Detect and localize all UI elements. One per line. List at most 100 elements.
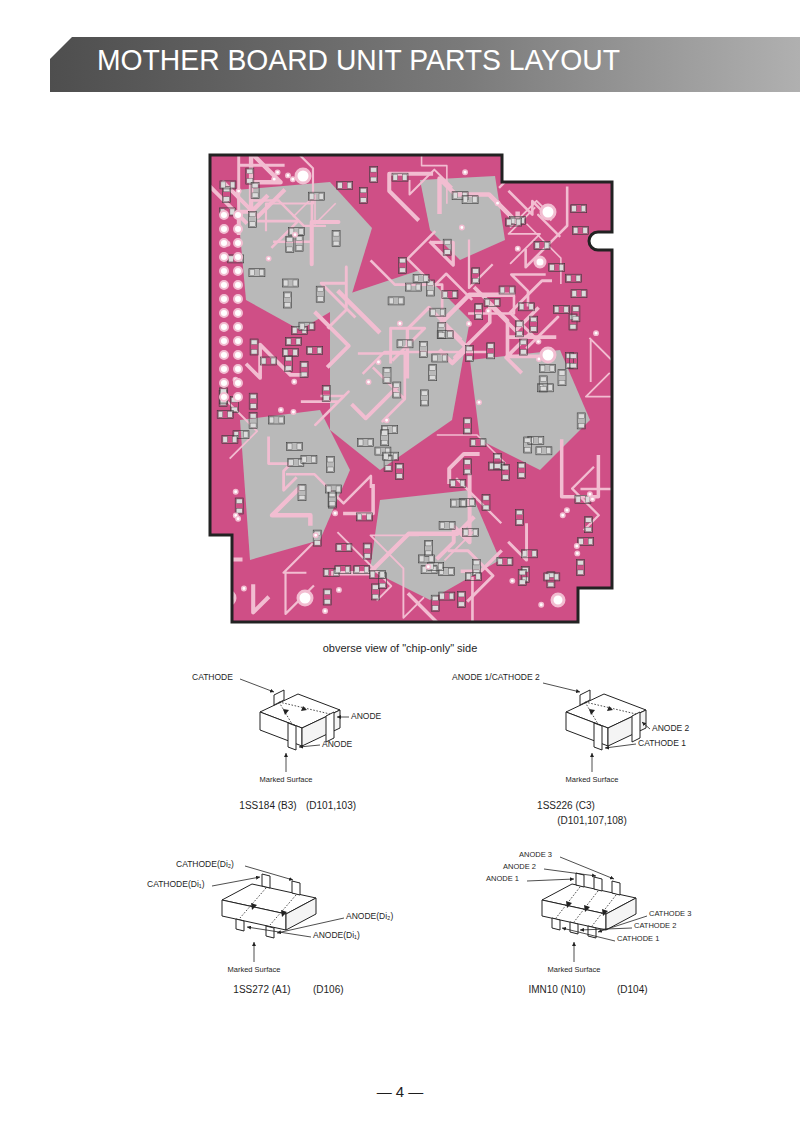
solder-pad <box>271 358 276 364</box>
copper-trace <box>408 593 448 633</box>
solder-pad <box>250 394 256 399</box>
via-hole <box>333 511 337 515</box>
solder-pad <box>427 281 433 286</box>
connector-hole <box>234 253 242 261</box>
footprint-outline <box>502 464 510 480</box>
circuit-board-part <box>210 155 612 622</box>
solder-pad <box>308 347 313 353</box>
solder-pad <box>384 453 389 459</box>
solder-pad <box>516 219 521 225</box>
footprint-outline <box>489 462 505 470</box>
solder-pad <box>368 439 373 445</box>
footprint-outline <box>220 181 236 189</box>
footprint-outline <box>518 462 526 478</box>
solder-pad <box>299 495 305 500</box>
via-hole <box>366 380 370 384</box>
solder-pad <box>470 500 475 506</box>
chip-footprint <box>558 370 566 386</box>
via-hole <box>384 418 388 422</box>
copper-trace <box>580 468 638 489</box>
chip-footprint <box>295 235 303 251</box>
solder-pad <box>432 596 438 601</box>
solder-pad <box>424 275 429 281</box>
chip-footprint <box>463 418 471 434</box>
chip-footprint <box>432 354 448 362</box>
solder-pad <box>516 322 522 327</box>
chip-footprint <box>487 343 495 359</box>
solder-pad <box>460 480 465 486</box>
via-hole <box>236 517 240 521</box>
solder-pad <box>531 317 537 322</box>
solder-pad <box>324 600 330 605</box>
footprint-outline <box>283 292 291 308</box>
solder-pad <box>370 572 375 578</box>
solder-pad <box>359 439 364 445</box>
connector-hole <box>220 365 228 373</box>
solder-pad <box>520 340 526 345</box>
chip-footprint <box>395 463 403 479</box>
chip-footprint <box>518 462 526 478</box>
solder-pad <box>579 539 584 545</box>
solder-pad <box>473 197 478 203</box>
footprint-outline <box>539 364 555 372</box>
chip-footprint <box>506 218 522 226</box>
solder-pad <box>572 206 577 212</box>
via-hole <box>398 321 402 325</box>
solder-pad <box>250 270 255 276</box>
copper-trace <box>363 352 487 374</box>
solder-pad <box>371 177 377 182</box>
footprint-outline <box>246 168 254 184</box>
chip-footprint <box>439 522 455 530</box>
connector-hole <box>234 309 242 317</box>
via-hole <box>495 201 499 205</box>
chip-footprint <box>217 410 233 418</box>
via-hole <box>266 256 270 260</box>
footprint-outline <box>451 499 467 507</box>
solder-pad <box>429 556 434 562</box>
solder-pad <box>451 480 456 486</box>
footprint-outline <box>261 357 277 365</box>
solder-pad <box>364 567 369 573</box>
solder-pad <box>452 292 457 298</box>
solder-pad <box>252 183 258 188</box>
chip-footprint <box>383 452 399 460</box>
solder-pad <box>324 590 330 595</box>
solder-pad <box>247 169 253 174</box>
solder-pad <box>473 278 479 283</box>
footprint-outline <box>470 439 486 447</box>
chip-footprint <box>337 181 353 189</box>
footprint-outline <box>248 211 256 227</box>
copper-trace <box>508 523 526 560</box>
solder-pad <box>578 561 584 566</box>
diode-imn10-part <box>580 928 632 930</box>
solder-pad <box>585 496 590 502</box>
solder-pad <box>300 323 305 329</box>
solder-pad <box>293 349 298 355</box>
solder-pad <box>407 284 412 290</box>
via-hole <box>561 513 565 517</box>
chip-footprint <box>381 430 389 446</box>
solder-pad <box>559 380 565 385</box>
chip-footprint <box>286 236 294 252</box>
part-number: 1SS184 (B3) <box>239 800 296 812</box>
footprint-outline <box>358 438 374 446</box>
solder-pad <box>296 339 301 345</box>
chip-footprint <box>316 286 324 302</box>
mounting-holes-part <box>541 348 555 362</box>
solder-pad <box>464 460 470 465</box>
solder-pad <box>464 428 470 433</box>
footprint-outline <box>217 410 233 418</box>
connector-hole <box>234 281 242 289</box>
footprint-outline <box>484 298 500 306</box>
footprint-outline <box>463 418 471 434</box>
footprint-outline <box>510 217 526 225</box>
solder-pad <box>221 182 226 188</box>
chip-footprint <box>383 367 391 383</box>
chip-footprint <box>249 393 257 409</box>
copper-trace <box>586 373 634 406</box>
solder-pad <box>571 363 577 368</box>
footprint-outline <box>463 528 479 536</box>
solder-pad <box>389 298 394 304</box>
pin-label: ANODE 2 <box>503 863 536 872</box>
